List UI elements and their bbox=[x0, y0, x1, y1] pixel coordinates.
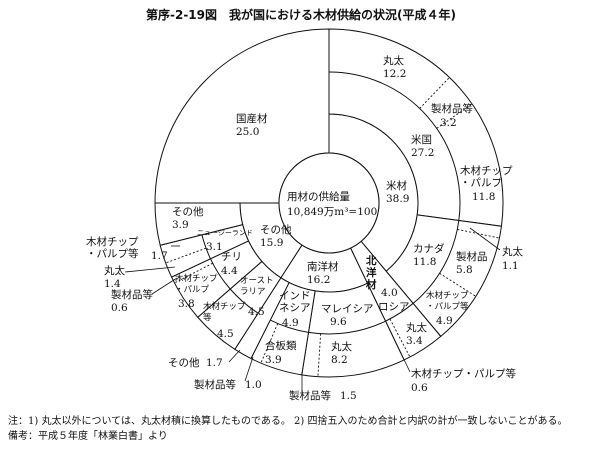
segment-value: 16.2 bbox=[307, 274, 331, 286]
product-label: 丸太 bbox=[406, 322, 427, 334]
center-circle bbox=[278, 152, 380, 254]
product-label: 丸太 bbox=[502, 246, 523, 258]
product-value: 0.6 bbox=[411, 382, 428, 394]
footnote: 注：1) 丸太以外については、丸太材積に換算したものである。 2) 四捨五入のた… bbox=[8, 416, 568, 427]
country-value: 4.9 bbox=[282, 317, 299, 329]
segment-value: 4.0 bbox=[381, 287, 398, 299]
leader-line bbox=[228, 349, 241, 363]
leader-line bbox=[385, 321, 411, 373]
product-value: 4.5 bbox=[217, 328, 234, 340]
leader-line bbox=[244, 356, 254, 382]
segment-label: 北洋材 bbox=[366, 255, 377, 291]
product-value: 1.5 bbox=[340, 390, 357, 402]
country-value: 4.4 bbox=[221, 265, 238, 277]
product-value: 12.2 bbox=[383, 68, 407, 80]
product-value: 0.6 bbox=[111, 302, 128, 314]
country-value: 9.6 bbox=[330, 316, 347, 328]
segment-value: 38.9 bbox=[386, 193, 410, 205]
center-value: 10,849万m³=100 bbox=[287, 206, 378, 218]
country-value: 3.1 bbox=[206, 241, 223, 253]
segment-value: 15.9 bbox=[260, 237, 284, 249]
country-wedge bbox=[301, 282, 405, 378]
segment-label: 南洋材 bbox=[307, 261, 339, 273]
ring-divider bbox=[270, 319, 309, 333]
country-label: ニュージーランド bbox=[197, 229, 253, 237]
product-value: 3.9 bbox=[265, 354, 282, 366]
product-label: 丸太 bbox=[104, 265, 125, 277]
product-divider bbox=[174, 262, 213, 284]
product-label: 製材品等 bbox=[111, 289, 153, 301]
product-value: 3.2 bbox=[440, 117, 457, 129]
product-label: 丸太 bbox=[383, 55, 404, 67]
product-value: 5.8 bbox=[456, 264, 473, 276]
country-value: 4.5 bbox=[248, 306, 265, 318]
country-label: マレイシア bbox=[321, 303, 374, 315]
product-value: 8.2 bbox=[331, 354, 348, 366]
country-label: ロシア bbox=[378, 301, 410, 313]
country-label: 米国 bbox=[411, 134, 432, 146]
product-label: 丸太 bbox=[331, 341, 352, 353]
product-value: 1.0 bbox=[245, 379, 262, 391]
country-label: オーストラリア bbox=[240, 276, 274, 297]
product-label: 木材チップ・パルプ等 bbox=[86, 236, 139, 260]
product-value: 3.8 bbox=[178, 298, 195, 310]
product-value: 1.7 bbox=[151, 250, 168, 262]
product-label: 木材チップ・パルプ bbox=[460, 165, 513, 189]
ring-divider bbox=[412, 220, 460, 304]
segment-label: 国産材 bbox=[236, 113, 268, 125]
product-divider bbox=[439, 272, 477, 297]
country-value: 27.2 bbox=[411, 147, 435, 159]
segment-value: 25.0 bbox=[236, 126, 260, 138]
country-label: カナダ bbox=[413, 243, 445, 255]
segment-label: 米材 bbox=[386, 180, 407, 192]
country-label: その他 bbox=[168, 357, 200, 369]
source-note: 備考：平成５年度「林業白書」より bbox=[8, 431, 168, 442]
country-value: 3.9 bbox=[172, 219, 189, 231]
product-divider bbox=[389, 318, 411, 358]
figure-title: 第序-2-19図 我が国における木材供給の状況(平成４年) bbox=[146, 8, 456, 22]
product-label: 木材チップ等 bbox=[203, 302, 246, 323]
product-value: 1.1 bbox=[502, 260, 519, 272]
country-label: チリ bbox=[221, 251, 242, 263]
leader-line bbox=[124, 266, 176, 273]
country-wedge bbox=[328, 28, 504, 227]
product-label: 製材品等 bbox=[194, 379, 236, 391]
product-divider bbox=[317, 333, 322, 377]
product-divider bbox=[260, 323, 279, 364]
product-value: 11.8 bbox=[472, 191, 496, 203]
ring-divider bbox=[308, 320, 386, 335]
country-label: その他 bbox=[172, 206, 204, 218]
leader-line bbox=[469, 227, 501, 251]
center-label: 用材の供給量 bbox=[287, 191, 350, 203]
product-label: 製材品 bbox=[456, 251, 488, 263]
product-value: 3.4 bbox=[406, 335, 423, 347]
product-value: 4.9 bbox=[436, 315, 453, 327]
product-divider bbox=[436, 103, 473, 129]
country-value: 11.8 bbox=[413, 256, 437, 268]
segment-label: その他 bbox=[260, 224, 292, 236]
product-label: 木材チップ・パルプ bbox=[175, 274, 218, 295]
product-value: 1.4 bbox=[104, 278, 121, 290]
product-label: 製材品等 bbox=[289, 390, 331, 402]
product-label: 木材チップ・パルプ等 bbox=[411, 368, 516, 380]
leader-line bbox=[151, 277, 178, 295]
product-label: 製材品等 bbox=[431, 103, 473, 115]
country-value: 1.7 bbox=[206, 357, 223, 369]
product-divider bbox=[165, 247, 207, 264]
ring-divider bbox=[328, 71, 461, 221]
product-label: 木材チップ・パルプ等 bbox=[426, 291, 469, 312]
product-divider bbox=[419, 77, 450, 109]
product-label: 合板類 bbox=[265, 340, 297, 352]
country-label: インドネシア bbox=[279, 290, 311, 314]
